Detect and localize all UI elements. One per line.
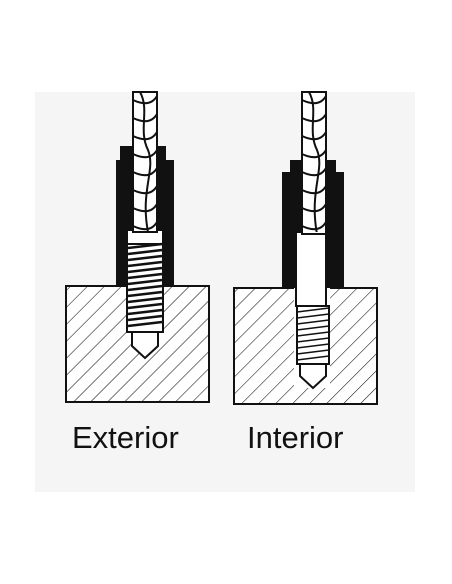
- exterior-assembly: [65, 91, 210, 403]
- exterior-screw-icon: [126, 242, 164, 360]
- caption-interior: Interior: [247, 420, 344, 455]
- interior-extractor-body: [295, 231, 327, 307]
- interior-screw-icon: [296, 305, 330, 390]
- exterior-drill-bit-icon: [132, 91, 158, 233]
- caption-exterior: Exterior: [72, 420, 179, 455]
- interior-assembly: [233, 91, 378, 405]
- interior-drill-bit-icon: [301, 91, 327, 235]
